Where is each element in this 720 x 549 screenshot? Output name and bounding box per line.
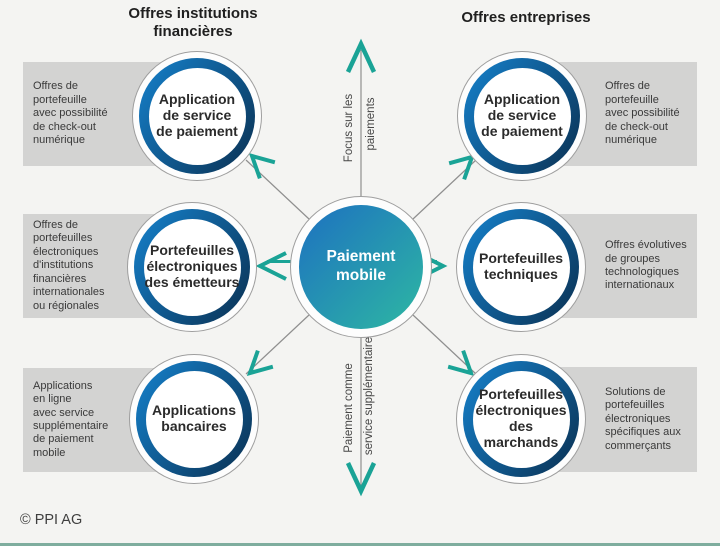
node-label: Portefeuilles électroniques des émetteur…: [144, 242, 240, 290]
node-portefeuilles-emetteurs: Portefeuilles électroniques des émetteur…: [127, 202, 257, 332]
node-applications-bancaires: Applications bancaires: [129, 354, 259, 484]
node-label: Portefeuilles électroniques des marchand…: [475, 386, 567, 450]
description-top-left: Offres de portefeuille avec possibilité …: [33, 80, 108, 147]
hub-paiement-mobile: Paiement mobile: [290, 196, 432, 338]
node-ring: Applications bancaires: [136, 361, 252, 477]
description-bottom-left: Applications en ligne avec service suppl…: [33, 379, 109, 459]
node-core: Portefeuilles électroniques des émetteur…: [143, 218, 241, 316]
node-core: Portefeuilles techniques: [472, 218, 570, 316]
heading-enterprises: Offres entreprises: [461, 9, 591, 26]
node-ring: Portefeuilles électroniques des émetteur…: [134, 209, 250, 325]
description-bottom-right: Solutions de portefeuilles électroniques…: [605, 385, 681, 452]
copyright-text: © PPI AG: [20, 512, 83, 528]
arrow-diagonal-bottom-right-icon: [447, 349, 475, 376]
node-app-service-paiement-left: Application de service de paiement: [132, 51, 262, 181]
node-core: Application de service de paiement: [148, 67, 246, 165]
node-core: Application de service de paiement: [473, 67, 571, 165]
footer-accent-line: [0, 543, 720, 546]
node-ring: Application de service de paiement: [464, 58, 580, 174]
description-middle-right: Offres évolutives de groupes technologiq…: [605, 239, 687, 292]
hub-label: Paiement mobile: [326, 248, 396, 284]
heading-financial-institutions: Offres institutions financières: [128, 5, 258, 40]
node-label: Applications bancaires: [151, 402, 236, 434]
arrow-left-icon: [255, 251, 287, 281]
hub-gradient-circle: Paiement mobile: [299, 205, 423, 329]
node-label: Application de service de paiement: [156, 91, 238, 139]
node-portefeuilles-marchands: Portefeuilles électroniques des marchand…: [456, 354, 586, 484]
node-core: Applications bancaires: [145, 370, 243, 468]
node-label: Application de service de paiement: [481, 91, 563, 139]
node-portefeuilles-techniques: Portefeuilles techniques: [456, 202, 586, 332]
axis-label-top-line1: Focus sur les: [343, 93, 355, 163]
arrow-up-icon: [345, 38, 377, 73]
node-app-service-paiement-right: Application de service de paiement: [457, 51, 587, 181]
node-ring: Portefeuilles électroniques des marchand…: [463, 361, 579, 477]
axis-label-top-line2: paiements: [365, 97, 377, 151]
arrow-diagonal-bottom-left-icon: [246, 349, 274, 376]
node-ring: Portefeuilles techniques: [463, 209, 579, 325]
description-top-right: Offres de portefeuille avec possibilité …: [605, 80, 680, 147]
arrow-diagonal-top-left-icon: [248, 153, 276, 180]
axis-label-bottom-line1: Paiement comme: [343, 363, 355, 453]
node-label: Portefeuilles techniques: [478, 250, 564, 282]
axis-label-bottom-line2: service supplémentaire: [363, 336, 375, 456]
arrow-down-icon: [345, 462, 377, 497]
description-middle-left: Offres de portefeuilles électroniques d'…: [33, 219, 105, 312]
node-ring: Application de service de paiement: [139, 58, 255, 174]
node-core: Portefeuilles électroniques des marchand…: [472, 370, 570, 468]
